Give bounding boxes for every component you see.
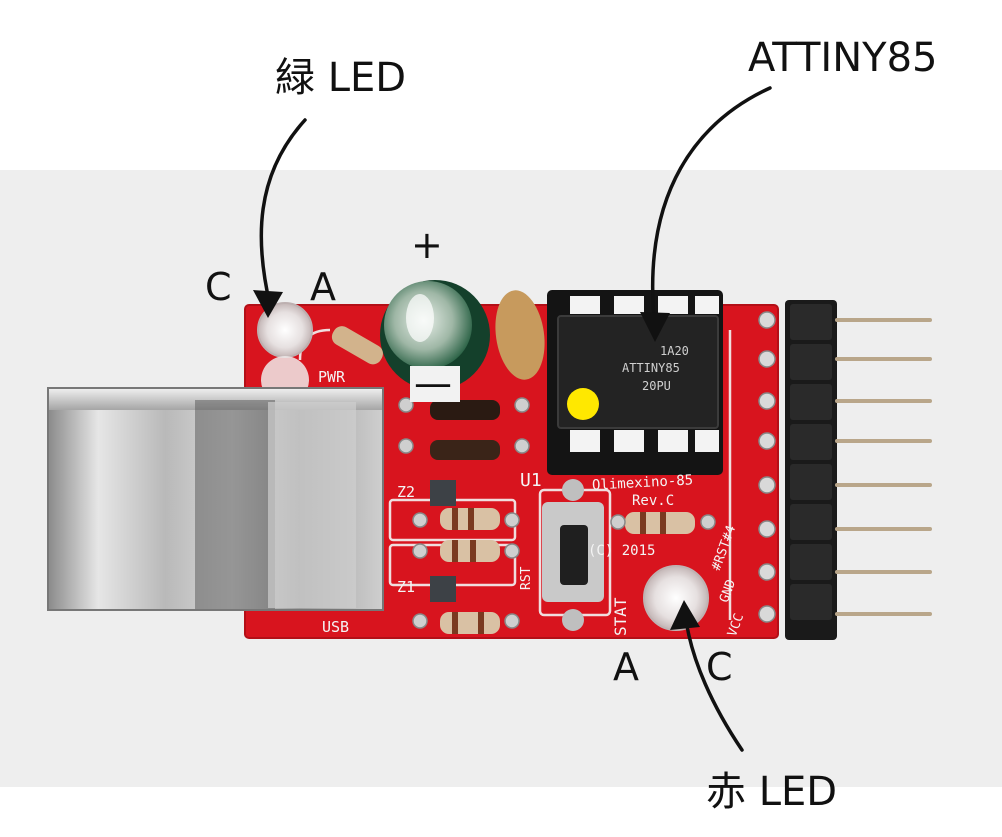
- passives: [331, 326, 716, 634]
- pcb-z2-text: Z2: [397, 483, 416, 501]
- red-led-arrow: [683, 610, 744, 752]
- capacitor-plus-label: +: [411, 223, 443, 267]
- pcb-copyright-text: (C) 2015: [588, 543, 656, 559]
- green-led-arrow: [259, 118, 307, 307]
- pcb-stat-text: STAT: [611, 597, 630, 636]
- reset-button-part: [542, 479, 604, 631]
- green-led-cathode-label: C: [205, 265, 232, 309]
- chip-marking-line1: 1A20: [660, 344, 689, 358]
- chip-marking-line3: 20PU: [642, 379, 671, 393]
- red-led-anode-label: A: [613, 645, 639, 689]
- electrolytic-capacitor: [380, 280, 490, 390]
- attiny85-label: ATTINY85: [748, 35, 938, 81]
- attiny85-chip: [547, 290, 723, 475]
- capacitor-minus-label: —: [414, 361, 452, 405]
- chip-marking-line2: ATTINY85: [622, 361, 680, 375]
- pcb-z1-text: Z1: [397, 578, 416, 596]
- pcb-u1-text: U1: [520, 470, 542, 491]
- pcb-rev-text: Rev.C: [632, 493, 675, 509]
- usb-connector: [47, 387, 384, 611]
- pcb-usb-text: USB: [322, 618, 350, 636]
- pcb-pwr-text: PWR: [318, 368, 346, 386]
- red-led-label: 赤 LED: [706, 769, 838, 815]
- red-led-cathode-label: C: [706, 645, 733, 689]
- pin1-marker: [567, 388, 599, 420]
- green-led-label: 緑 LED: [275, 55, 407, 101]
- green-led-anode-label: A: [310, 265, 336, 309]
- ceramic-capacitor: [495, 290, 545, 380]
- pin-header: [758, 300, 932, 640]
- pcb-rst-text: RST: [519, 566, 534, 590]
- attiny-arrow: [650, 86, 772, 330]
